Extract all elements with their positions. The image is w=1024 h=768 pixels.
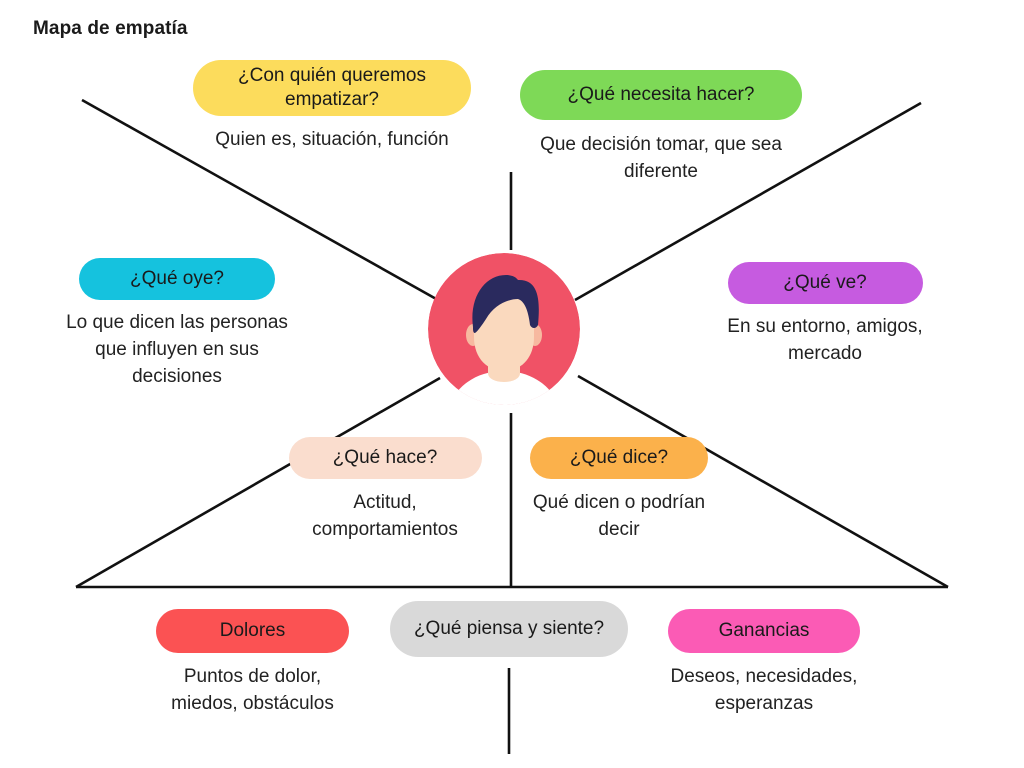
caption-ganancias: Deseos, necesidades, esperanzas bbox=[670, 666, 858, 714]
section-que-piensa-y-siente: ¿Qué piensa y siente? bbox=[390, 601, 628, 657]
pill-que-dice[interactable]: ¿Qué dice? bbox=[530, 437, 708, 479]
caption-dolores: Puntos de dolor, miedos, obstáculos bbox=[171, 666, 334, 714]
caption-que-oye: Lo que dicen las personas que influyen e… bbox=[66, 312, 288, 387]
caption-con-quien: Quien es, situación, función bbox=[215, 129, 449, 150]
pill-que-piensa-y-siente[interactable]: ¿Qué piensa y siente? bbox=[390, 601, 628, 657]
pill-que-hace[interactable]: ¿Qué hace? bbox=[288, 437, 482, 479]
section-ganancias: Ganancias Deseos, necesidades, esperanza… bbox=[668, 609, 860, 718]
persona-avatar bbox=[428, 253, 580, 405]
pill-que-oye[interactable]: ¿Qué oye? bbox=[79, 258, 275, 300]
caption-que-necesita-hacer: Que decisión tomar, que sea diferente bbox=[540, 134, 782, 182]
caption-que-ve: En su entorno, amigos, mercado bbox=[727, 316, 923, 364]
caption-que-dice: Qué dicen o podrían decir bbox=[532, 492, 706, 540]
page-title: Mapa de empatía bbox=[33, 18, 188, 39]
section-dolores: Dolores Puntos de dolor, miedos, obstácu… bbox=[155, 609, 350, 718]
section-que-dice: ¿Qué dice? Qué dicen o podrían decir bbox=[529, 437, 709, 544]
section-que-oye: ¿Qué oye? Lo que dicen las personas que … bbox=[62, 258, 292, 391]
section-que-hace: ¿Qué hace? Actitud, comportamientos bbox=[285, 437, 485, 544]
pill-ganancias[interactable]: Ganancias bbox=[668, 609, 860, 653]
section-con-quien: ¿Con quién queremos empatizar? Quien es,… bbox=[190, 60, 474, 154]
section-que-ve: ¿Qué ve? En su entorno, amigos, mercado bbox=[700, 262, 950, 368]
caption-que-hace: Actitud, comportamientos bbox=[312, 492, 458, 540]
section-que-necesita-hacer: ¿Qué necesita hacer? Que decisión tomar,… bbox=[519, 70, 803, 186]
pill-con-quien[interactable]: ¿Con quién queremos empatizar? bbox=[193, 60, 471, 116]
pill-que-ve[interactable]: ¿Qué ve? bbox=[727, 262, 923, 304]
pill-dolores[interactable]: Dolores bbox=[156, 609, 349, 653]
avatar-hair bbox=[472, 275, 539, 333]
pill-que-necesita-hacer[interactable]: ¿Qué necesita hacer? bbox=[520, 70, 802, 120]
